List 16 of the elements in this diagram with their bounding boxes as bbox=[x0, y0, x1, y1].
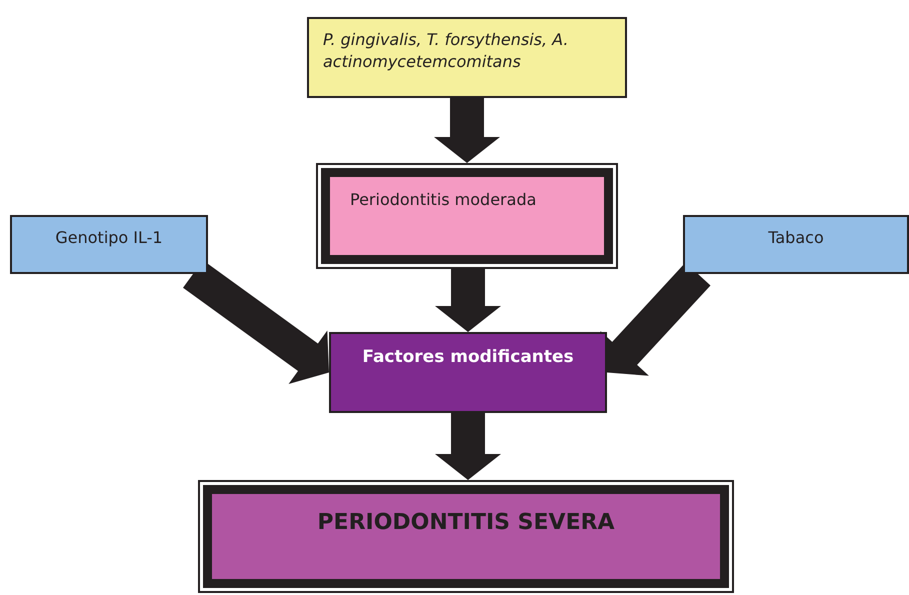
node-label: Factores modificantes bbox=[361, 346, 575, 369]
node-label: P. gingivalis, T. forsythensis, A. actinomycetemcomitans bbox=[323, 29, 570, 72]
block-arrow bbox=[434, 98, 500, 163]
block-arrow bbox=[600, 262, 710, 376]
node-label: Periodontitis moderada bbox=[350, 189, 538, 211]
node-label: PERIODONTITIS SEVERA bbox=[316, 509, 616, 537]
block-arrow bbox=[435, 269, 501, 332]
modifier-box bbox=[329, 332, 607, 413]
species-box bbox=[307, 17, 627, 98]
node-label: Tabaco bbox=[767, 227, 825, 249]
factor-box bbox=[10, 215, 208, 274]
stage-box bbox=[316, 163, 618, 269]
factor-box bbox=[683, 215, 909, 274]
block-arrow bbox=[435, 413, 501, 480]
outcome-box bbox=[198, 480, 734, 593]
node-label: Genotipo IL-1 bbox=[54, 227, 164, 249]
